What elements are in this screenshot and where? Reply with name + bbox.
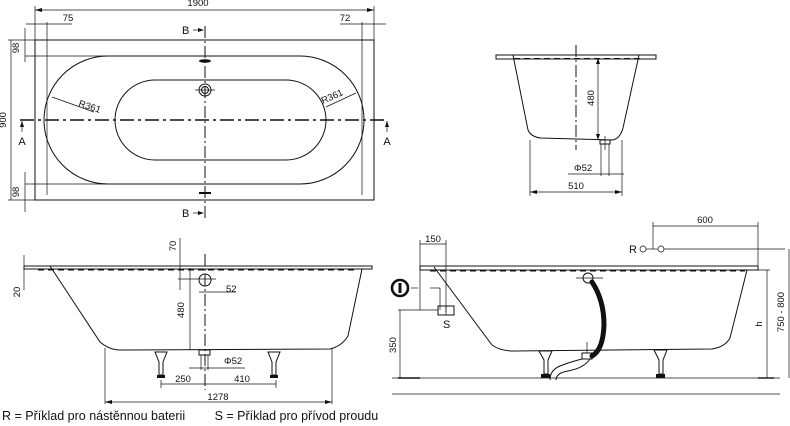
dim-left-rim: 75 bbox=[63, 13, 74, 24]
install-supply-height: 350 bbox=[388, 337, 399, 353]
install-inner-height: h bbox=[754, 321, 765, 326]
section-b-view: 480 Φ52 510 bbox=[495, 45, 657, 196]
dim-right-rim: 72 bbox=[340, 13, 351, 24]
install-total-height: 750 - 800 bbox=[776, 292, 787, 332]
legend: R = Příklad pro nástěnnou baterii S = Př… bbox=[2, 409, 378, 423]
section-a-bottom-length: 1278 bbox=[207, 392, 228, 403]
legend-s-text: S = Příklad pro přívod proudu bbox=[214, 409, 379, 423]
section-a-drain-diameter: Φ52 bbox=[224, 356, 242, 367]
legend-r-text: R = Příklad pro nástěnnou baterii bbox=[2, 409, 186, 423]
dim-overall-width: 900 bbox=[0, 112, 9, 128]
section-b-marker-bottom: B bbox=[182, 208, 189, 220]
section-a-right-leg-distance: 410 bbox=[234, 374, 250, 385]
s-marker: S bbox=[443, 319, 450, 331]
dim-overall-length: 1900 bbox=[187, 0, 208, 9]
section-b-drain-diameter: Φ52 bbox=[574, 163, 592, 174]
section-a-marker-left: A bbox=[18, 136, 26, 148]
dim-left-radius: R361 bbox=[77, 98, 102, 115]
section-a-rim-height: 20 bbox=[12, 287, 23, 298]
section-b-bottom-width: 510 bbox=[568, 181, 584, 192]
r-marker: R bbox=[629, 244, 637, 256]
section-a-overflow-diameter: 52 bbox=[226, 284, 237, 295]
dim-bottom-rim: 98 bbox=[11, 187, 22, 198]
section-a-left-leg-distance: 250 bbox=[175, 374, 191, 385]
plan-view: 1900 75 72 900 98 98 R361 R361 bbox=[0, 0, 391, 220]
section-a-marker-right: A bbox=[383, 136, 391, 148]
dim-top-rim: 98 bbox=[11, 43, 22, 54]
section-a-view: 20 70 52 480 Φ52 250 410 12 bbox=[12, 238, 373, 404]
install-mixer-spacing: 600 bbox=[697, 215, 713, 226]
section-a-depth: 480 bbox=[176, 302, 187, 318]
section-b-depth: 480 bbox=[586, 90, 597, 106]
section-a-overflow-offset: 70 bbox=[168, 241, 179, 252]
section-b-marker-top: B bbox=[182, 25, 189, 37]
installation-view: 150 S 350 R 600 h 750 - 800 bbox=[388, 215, 790, 395]
install-supply-offset: 150 bbox=[425, 234, 441, 245]
